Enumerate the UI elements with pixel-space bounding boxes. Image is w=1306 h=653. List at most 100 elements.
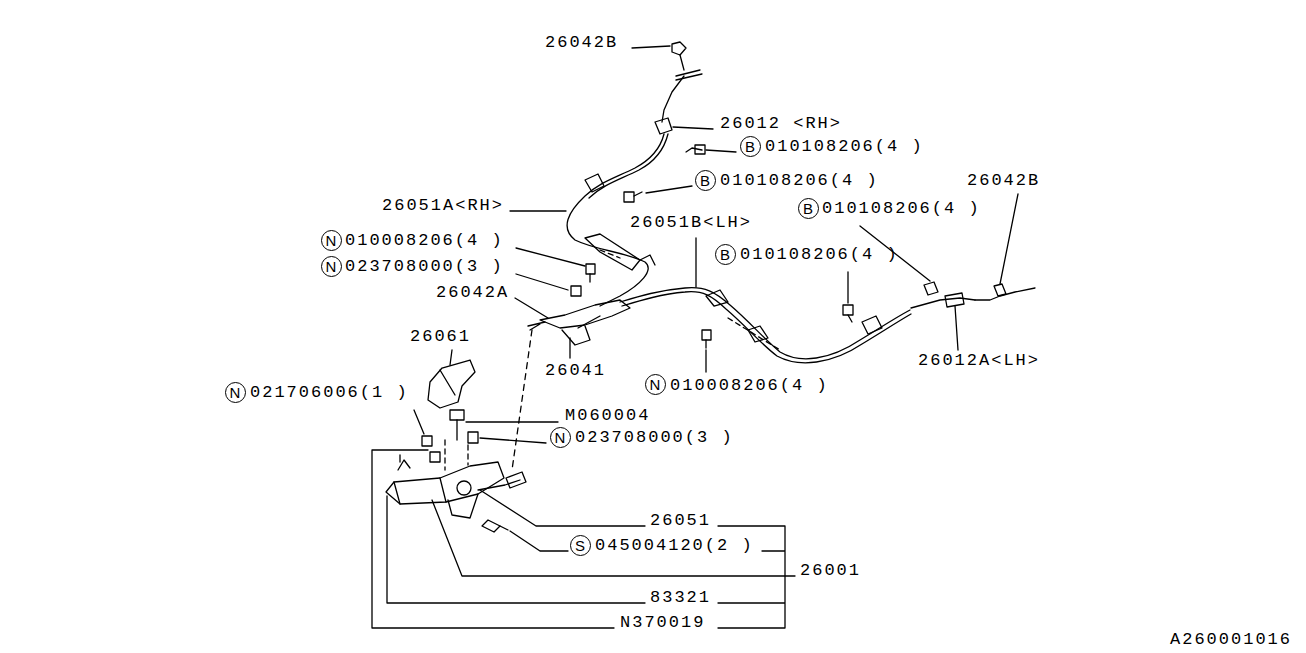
cable [589,134,668,198]
circled-letter: N [550,427,571,448]
bracket [562,326,590,345]
leader-line [847,272,848,303]
circled-letter: N [321,230,342,251]
parking-brake-lever [386,462,504,504]
rod-end [506,472,526,488]
symbol-letter: N [650,377,661,392]
callout-number: 26001 [800,562,861,580]
bolt-head [482,520,500,532]
leader-line [516,274,568,290]
cable [622,292,911,363]
cable [911,298,975,308]
symbol-letter: B [803,201,813,216]
cable-clip [672,42,686,55]
callout-number: 26051B<LH> [630,214,752,232]
bolt-head [702,330,711,340]
leader-line [466,421,558,422]
lever-pivot [457,481,471,495]
leader-line [705,350,706,372]
circled-letter: N [321,256,342,277]
circled-letter: B [740,136,761,157]
leader-line [432,500,795,576]
leader-line [510,210,566,211]
symbol-letter: B [745,139,755,154]
grommet [422,436,432,446]
hidden-line [728,318,780,350]
cable-bracket [945,293,964,307]
callout-number: 021706006(1 ) [250,384,409,402]
rod-end [528,322,545,330]
lever-bracket [448,494,478,518]
cable [662,76,684,122]
bolt [500,526,508,530]
cable [620,288,910,359]
symbol-letter: B [720,247,730,262]
callout-number: 010108206(4 ) [765,138,924,156]
callout-number: 010008206(4 ) [345,232,504,250]
equalizer [540,300,630,328]
circled-letter: S [570,535,591,556]
bolt-head [624,192,634,202]
cable-clip [994,284,1006,296]
hidden-line [600,250,620,258]
bolt [634,192,642,196]
circled-letter: B [798,198,819,219]
bolt-head [924,282,938,295]
callout-number: 023708000(3 ) [575,429,734,447]
cable-bracket [640,255,655,265]
callout-number: 26041 [545,362,606,380]
leader-line [515,298,548,318]
leader-line [706,150,736,152]
leader-line [569,338,570,358]
hidden-line [445,440,468,470]
callout-number: 010008206(4 ) [670,377,829,395]
callout-number: 83321 [650,589,711,607]
leader-line [695,238,696,287]
hidden-line [512,330,532,470]
bolt [456,420,457,440]
bolt [589,274,590,282]
rod [478,480,520,490]
callout-number: 26042B [545,34,618,52]
callout-number: A260001016 [1170,631,1292,649]
leader-line [632,46,670,48]
lever-cover [428,360,475,408]
leader-line [516,248,585,266]
callout-number: 26042B [967,172,1040,190]
cable-end [676,55,702,80]
callout-number: 010108206(4 ) [720,172,879,190]
grommet [430,452,440,462]
cable-clip [585,174,604,192]
circled-letter: N [225,382,246,403]
leader-line [414,410,424,434]
leader-line [646,186,692,193]
leader-line [510,531,568,551]
lever-cover [440,370,455,395]
nut [571,286,581,296]
callout-number: M060004 [565,407,650,425]
callout-number: 26012 <RH> [720,115,842,133]
symbol-letter: S [575,538,585,553]
bolt [705,340,706,348]
leader-line [1000,194,1018,284]
circled-letter: N [645,374,666,395]
nut [468,432,478,443]
callout-number: 26012A<LH> [918,352,1040,370]
leader-line [480,438,546,443]
cable-bracket [862,316,882,334]
circled-letter: B [715,244,736,265]
symbol-letter: N [326,233,337,248]
symbol-letter: N [555,430,566,445]
cable-bracket [748,326,768,342]
callout-number: 26051 [650,512,711,530]
rod [578,316,600,328]
parking-brake-lever [394,478,446,504]
bolt [686,148,702,152]
callout-number: 010108206(4 ) [822,200,981,218]
circled-letter: B [695,170,716,191]
switch [398,455,410,470]
leader-line [480,490,645,526]
cable-bracket [655,118,672,134]
callout-number: 26061 [410,328,471,346]
